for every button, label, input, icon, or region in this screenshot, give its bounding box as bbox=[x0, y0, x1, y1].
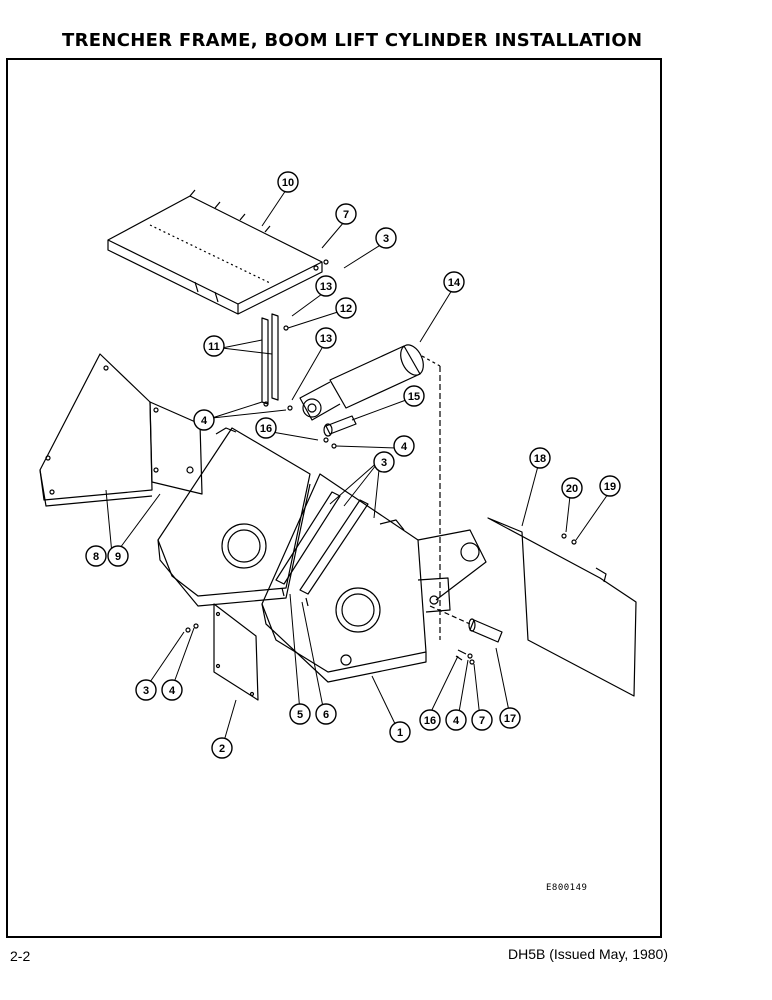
diagram-frame bbox=[6, 58, 662, 938]
svg-text:15: 15 bbox=[408, 391, 420, 403]
svg-text:4: 4 bbox=[169, 685, 176, 697]
callout-10: 10 bbox=[277, 171, 299, 193]
callout-11: 11 bbox=[203, 335, 225, 357]
callout-13: 13 bbox=[315, 275, 337, 297]
callout-4: 4 bbox=[393, 435, 415, 457]
hardware-parts bbox=[185, 259, 577, 665]
callout-16: 16 bbox=[255, 417, 277, 439]
callout-7: 7 bbox=[471, 709, 493, 731]
left-frame-plate-part bbox=[157, 427, 311, 607]
svg-text:16: 16 bbox=[260, 423, 272, 435]
rod-part bbox=[429, 605, 503, 643]
svg-text:11: 11 bbox=[208, 341, 220, 353]
svg-text:8: 8 bbox=[93, 551, 99, 563]
svg-text:6: 6 bbox=[323, 709, 329, 721]
svg-text:4: 4 bbox=[401, 441, 408, 453]
svg-text:4: 4 bbox=[453, 715, 460, 727]
svg-text:3: 3 bbox=[381, 457, 387, 469]
svg-text:12: 12 bbox=[340, 303, 352, 315]
svg-text:3: 3 bbox=[143, 685, 149, 697]
lift-straps-part bbox=[261, 313, 279, 405]
svg-text:20: 20 bbox=[566, 483, 578, 495]
callout-15: 15 bbox=[403, 385, 425, 407]
callout-8: 8 bbox=[85, 545, 107, 567]
callout-1: 1 bbox=[389, 721, 411, 743]
svg-text:1: 1 bbox=[397, 727, 403, 739]
callout-3: 3 bbox=[375, 227, 397, 249]
svg-text:4: 4 bbox=[201, 415, 208, 427]
bracket-plate-part bbox=[149, 401, 203, 495]
callout-16: 16 bbox=[419, 709, 441, 731]
callout-19: 19 bbox=[599, 475, 621, 497]
svg-text:18: 18 bbox=[534, 453, 546, 465]
svg-text:17: 17 bbox=[504, 713, 516, 725]
callout-7: 7 bbox=[335, 203, 357, 225]
page-number: 2-2 bbox=[10, 948, 31, 964]
callout-20: 20 bbox=[561, 477, 583, 499]
side-shield-part bbox=[39, 353, 153, 507]
callout-4: 4 bbox=[445, 709, 467, 731]
callout-4: 4 bbox=[161, 679, 183, 701]
callout-4: 4 bbox=[193, 409, 215, 431]
callout-18: 18 bbox=[529, 447, 551, 469]
svg-text:14: 14 bbox=[448, 277, 461, 289]
callout-9: 9 bbox=[107, 545, 129, 567]
callout-3: 3 bbox=[135, 679, 157, 701]
callout-12: 12 bbox=[335, 297, 357, 319]
svg-text:9: 9 bbox=[115, 551, 121, 563]
callout-14: 14 bbox=[443, 271, 465, 293]
svg-text:10: 10 bbox=[282, 177, 294, 189]
cylinder-part bbox=[299, 344, 441, 640]
page-title: TRENCHER FRAME, BOOM LIFT CYLINDER INSTA… bbox=[62, 30, 643, 51]
callout-13: 13 bbox=[315, 327, 337, 349]
document-id: DH5B (Issued May, 1980) bbox=[507, 946, 668, 962]
drawing-code: E800149 bbox=[546, 883, 588, 893]
pin-part bbox=[323, 415, 357, 437]
rail-parts bbox=[275, 491, 369, 607]
svg-text:7: 7 bbox=[343, 209, 349, 221]
cover-plate-part bbox=[213, 603, 259, 701]
svg-text:3: 3 bbox=[383, 233, 389, 245]
right-frame-plate-part bbox=[261, 473, 487, 683]
rear-plate-part bbox=[487, 517, 637, 697]
callout-6: 6 bbox=[315, 703, 337, 725]
top-cover-part bbox=[107, 189, 323, 315]
svg-text:19: 19 bbox=[604, 481, 616, 493]
callout-3: 3 bbox=[373, 451, 395, 473]
callout-17: 17 bbox=[499, 707, 521, 729]
callout-2: 2 bbox=[211, 737, 233, 759]
svg-text:7: 7 bbox=[479, 715, 485, 727]
svg-text:13: 13 bbox=[320, 281, 332, 293]
svg-text:13: 13 bbox=[320, 333, 332, 345]
callout-group: 10 7 3 14 13 12 11 13 4 15 16 4 3 18 20 … bbox=[85, 171, 621, 759]
svg-text:2: 2 bbox=[219, 743, 225, 755]
leader-lines bbox=[105, 189, 609, 749]
callout-5: 5 bbox=[289, 703, 311, 725]
svg-text:16: 16 bbox=[424, 715, 436, 727]
svg-text:5: 5 bbox=[297, 709, 303, 721]
